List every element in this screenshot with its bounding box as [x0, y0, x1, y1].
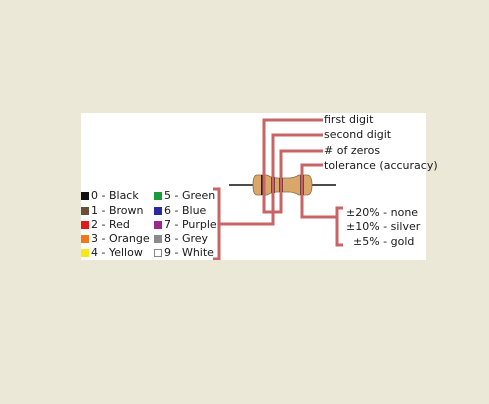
swatch-grey	[154, 234, 162, 243]
resistor-color-code-diagram: first digit second digit # of zeros tole…	[81, 113, 438, 260]
swatch-blue	[154, 206, 162, 215]
tolerance-value-none: ±20% - none	[346, 206, 419, 219]
legend-item-grey: 8 - Grey	[154, 232, 208, 245]
leader-first-digit	[262, 118, 323, 207]
swatch-purple	[154, 220, 162, 229]
label-second-digit: second digit	[324, 128, 392, 141]
label-num-zeros: # of zeros	[324, 144, 381, 157]
legend-label: 7 - Purple	[164, 218, 217, 231]
leader-second-digit	[271, 133, 323, 211]
legend-item-red: 2 - Red	[81, 218, 130, 231]
leader-tolerance	[300, 163, 323, 195]
legend-item-green: 5 - Green	[154, 189, 215, 202]
tolerance-value-gold: ±5% - gold	[353, 235, 415, 248]
legend-label: 2 - Red	[91, 218, 130, 231]
legend-label: 1 - Brown	[91, 204, 144, 217]
leader-to-legend	[219, 212, 275, 226]
legend-item-purple: 7 - Purple	[154, 218, 217, 231]
label-first-digit: first digit	[324, 113, 374, 126]
leader-num-zeros	[279, 149, 323, 207]
legend-item-black: 0 - Black	[81, 189, 139, 202]
tolerance-bracket	[335, 206, 343, 247]
legend-label: 0 - Black	[91, 189, 139, 202]
label-tolerance: tolerance (accuracy)	[324, 159, 438, 172]
legend-label: 4 - Yellow	[91, 246, 143, 259]
legend-item-blue: 6 - Blue	[154, 204, 206, 217]
legend-label: 8 - Grey	[164, 232, 209, 245]
legend-label: 5 - Green	[164, 189, 216, 202]
tolerance-value-silver: ±10% - silver	[346, 220, 421, 233]
legend-item-white: 9 - White	[154, 246, 214, 259]
legend-bracket	[213, 187, 221, 260]
swatch-yellow	[81, 248, 89, 257]
legend-label: 6 - Blue	[164, 204, 207, 217]
swatch-red	[81, 220, 89, 229]
swatch-black	[81, 191, 89, 200]
swatch-white	[154, 248, 162, 257]
legend-label: 9 - White	[164, 246, 214, 259]
diagram-graphic	[213, 118, 343, 260]
leader-tolerance-down	[300, 195, 324, 219]
legend-item-orange: 3 - Orange	[81, 232, 150, 245]
legend-item-yellow: 4 - Yellow	[81, 246, 143, 259]
swatch-orange	[81, 234, 89, 243]
swatch-green	[154, 191, 162, 200]
swatch-brown	[81, 206, 89, 215]
legend-item-brown: 1 - Brown	[81, 204, 144, 217]
legend-label: 3 - Orange	[91, 232, 150, 245]
